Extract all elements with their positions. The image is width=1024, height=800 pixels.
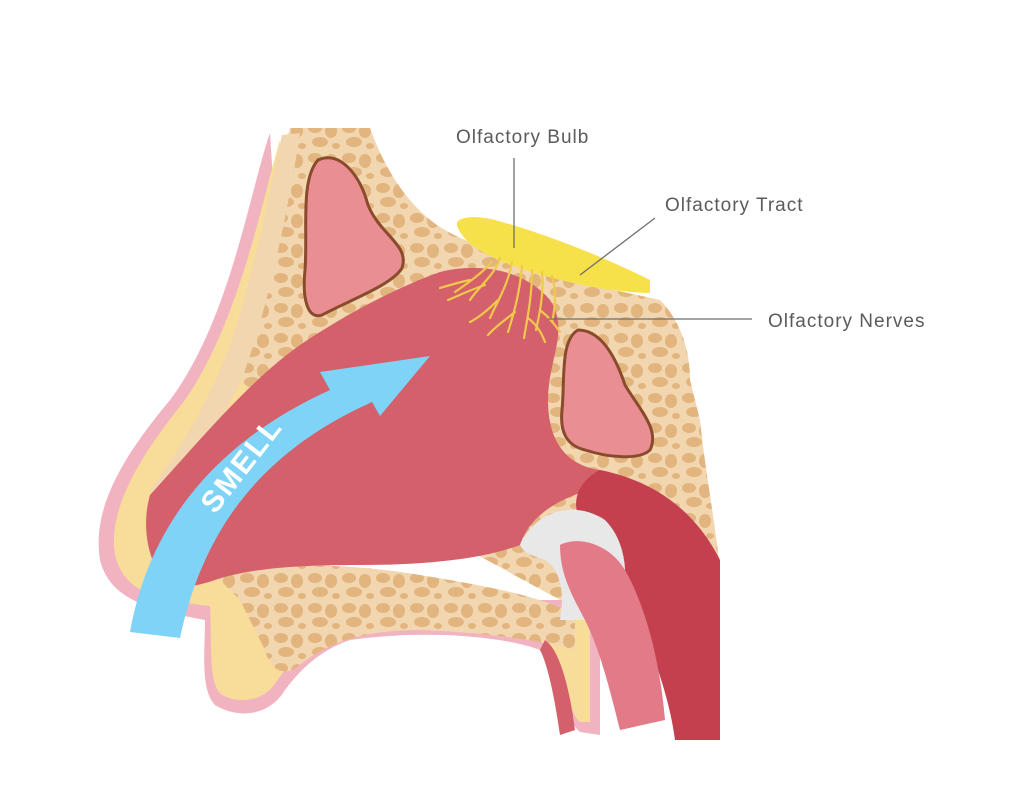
oral-cavity — [540, 640, 575, 735]
smell-arrow — [130, 356, 430, 638]
olfactory-nerves — [438, 256, 562, 344]
olfactory-tract-leader — [579, 217, 656, 276]
sphenoid-sinus — [560, 328, 655, 459]
tongue-base — [560, 541, 665, 730]
olfactory-nerves-label: Olfactory Nerves — [768, 311, 925, 332]
olfactory-tract-label: Olfactory Tract — [665, 195, 804, 216]
olfactory-bulb-label: Olfactory Bulb — [456, 127, 589, 148]
nasal-bone-rim — [150, 133, 300, 500]
frontal-sinus — [302, 156, 405, 318]
palate-bone — [215, 565, 575, 672]
nasal-cavity — [146, 267, 610, 588]
olfactory-bulb — [456, 217, 650, 293]
